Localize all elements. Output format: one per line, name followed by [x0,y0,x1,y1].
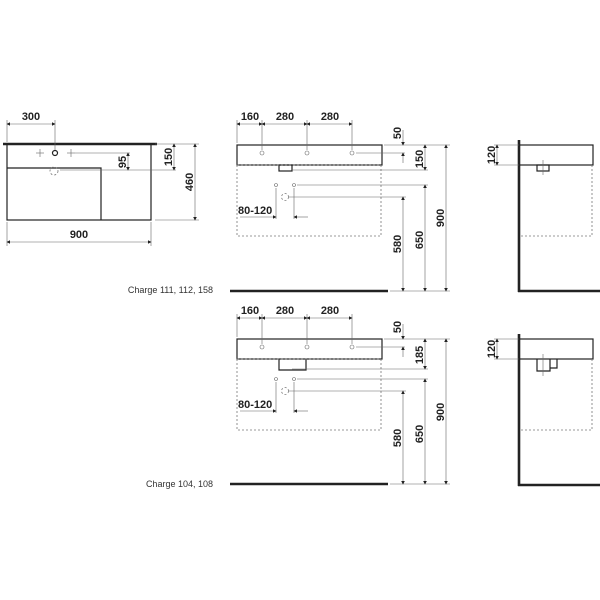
dim-50: 50 [392,321,404,333]
dim-160: 160 [241,305,259,317]
caption-bottom: Charge 104, 108 [146,479,213,489]
dim-150: 150 [163,148,175,166]
dim-650: 650 [414,231,426,249]
dim-95: 95 [117,156,129,168]
dim-580: 580 [392,235,404,253]
caption-top: Charge 111, 112, 158 [128,285,213,295]
dim-150: 150 [414,150,426,168]
top-view: 300 95 150 460 900 [3,111,199,246]
side-view-top: 120 [486,140,600,293]
dim-650: 650 [414,425,426,443]
dim-280-b: 280 [321,305,339,317]
dim-120: 120 [486,340,498,358]
dim-120: 120 [486,146,498,164]
front-view-top: 80-120 160 280 280 50 150 580 650 900 [230,111,450,293]
dim-280-a: 280 [276,305,294,317]
dim-80-120: 80-120 [238,205,272,217]
dim-185: 185 [414,346,426,364]
dim-280-b: 280 [321,111,339,123]
dim-50: 50 [392,127,404,139]
dim-460: 460 [184,173,196,191]
dim-900: 900 [435,209,447,227]
dim-160: 160 [241,111,259,123]
dim-300: 300 [22,111,40,123]
front-view-bottom: 80-120 160 280 280 50 185 580 650 900 [230,305,450,486]
dim-900: 900 [435,403,447,421]
dim-280-a: 280 [276,111,294,123]
dim-580: 580 [392,429,404,447]
dim-900: 900 [70,229,88,241]
dim-80-120: 80-120 [238,399,272,411]
side-view-bottom: 120 [486,334,600,487]
